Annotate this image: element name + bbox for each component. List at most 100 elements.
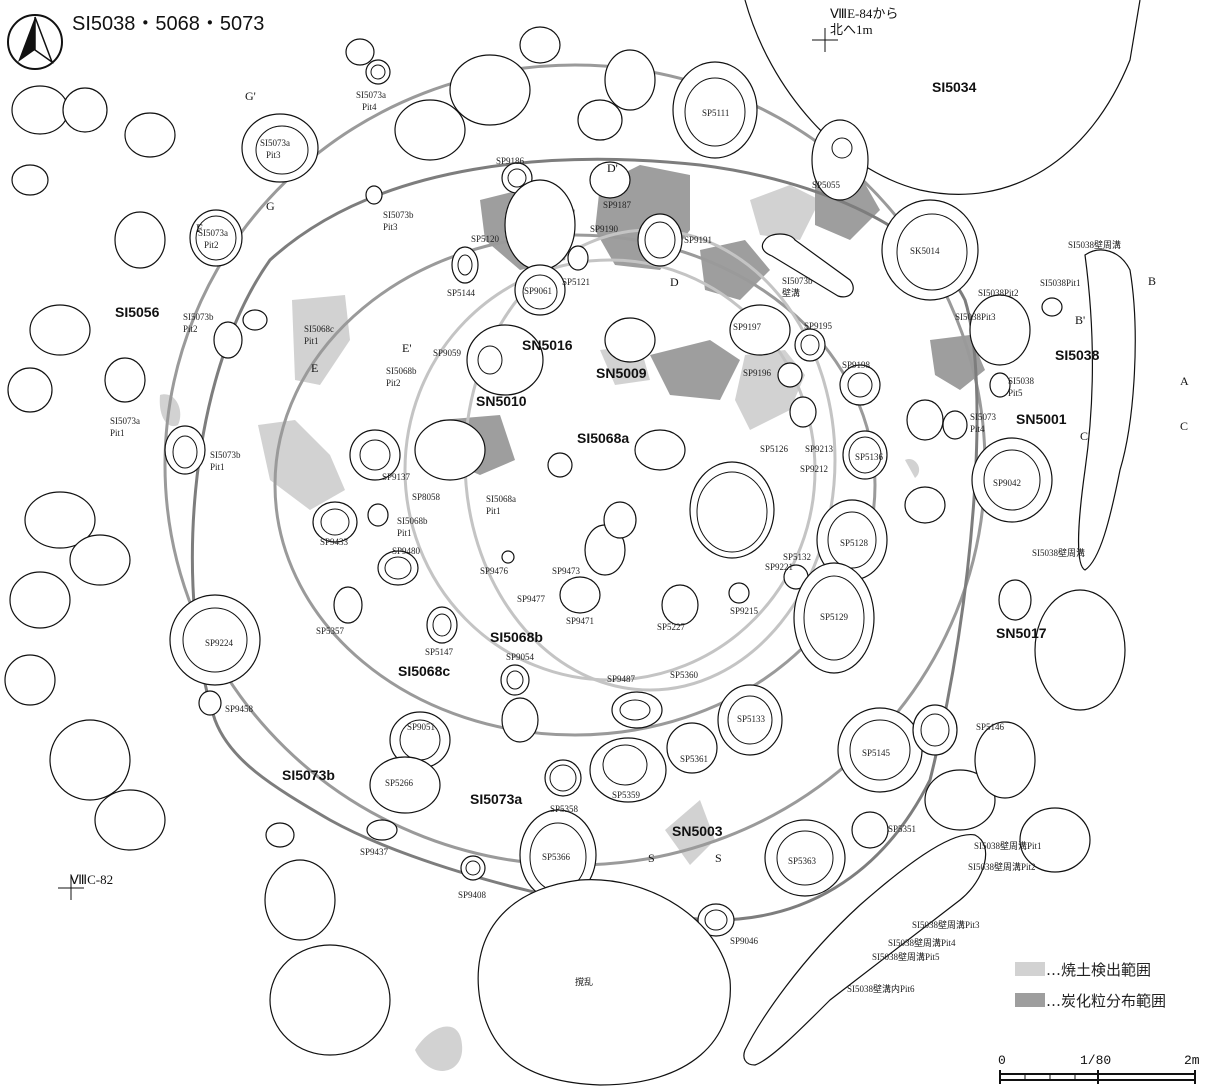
section-marks: A C B B' C' D' D E E' F G G' S S [196,89,1189,865]
legend-charcoal-label: …炭化粒分布範囲 [1046,992,1166,1010]
sub-pit-label: SI5038壁周溝Pit5 [872,951,940,962]
pit-label: SP9215 [730,606,759,616]
pit-labels: SP5111 SP5055 SK5014 SP9186 SP9187 SP919… [205,108,1021,946]
pit-label: SP5144 [447,288,476,298]
pit-label: SP9437 [360,847,389,857]
pit-label: SP9186 [496,156,525,166]
si5068b-ring [403,258,817,682]
pit-label: SP9224 [205,638,234,648]
pit-label: SP5358 [550,804,579,814]
pit-label: SP5145 [862,748,891,758]
pit-label: SP5266 [385,778,414,788]
grid-point-north-line1: ⅧE-84から [830,6,898,21]
sub-pit-label: SI5038Pit1 [1040,278,1081,288]
s-mark: S [648,851,655,865]
si5056-label: SI5056 [115,304,160,320]
section-mark: E' [402,341,412,355]
legend-burnt-label: …焼土検出範囲 [1046,961,1151,979]
pit-label: SP9458 [225,704,254,714]
section-mark: C [1180,419,1188,433]
scale-ratio: 1/80 [1080,1053,1111,1068]
sub-pit-label: SI5038壁周溝Pit3 [912,919,980,930]
pit-label: SP5136 [855,452,884,462]
si5034-label: SI5034 [932,79,977,95]
sub-pit-label: SI5038壁周溝Pit4 [888,937,956,948]
map-title: SI5038・5068・5073 [72,13,264,35]
sub-pit-label: SI5038壁周溝Pit1 [974,840,1042,851]
pit-label: SP5361 [680,754,708,764]
sub-pit-label: SI5038壁溝内Pit6 [847,983,915,994]
si5034-boundary [744,0,1141,195]
pit-label: SP9487 [607,674,636,684]
grid-point-south: ⅧC-82 [70,872,113,887]
pit-label: SP8058 [412,492,441,502]
pit-label: SP9476 [480,566,509,576]
pit-label: SP5360 [670,670,699,680]
pit-label: SP5227 [657,622,686,632]
pit-label: SP9061 [524,286,552,296]
sub-pit-label: SI5038Pit3 [955,312,996,322]
section-mark: G [266,199,275,213]
section-mark: D [670,275,679,289]
si5073b-ring [190,157,979,922]
sn5010-label: SN5010 [476,393,527,409]
section-mark: B' [1075,313,1085,327]
pit-label: SP9137 [382,472,411,482]
si5038-ditch [743,233,1136,1066]
disturbed-label: 撹乱 [575,976,593,987]
pit-label: SP9433 [320,537,349,547]
pit-label: SP9191 [684,235,712,245]
si5068c-label: SI5068c [398,663,450,679]
pit-label: SP5359 [612,790,641,800]
section-mark: F [196,221,203,235]
legend-charcoal-swatch [1015,993,1045,1007]
pit-label: SP9198 [842,360,871,370]
grid-point-north-line2: 北へ1m [830,22,873,37]
sn5001-label: SN5001 [1016,411,1067,427]
pit-label: SP9480 [392,546,421,556]
pit-label: SP5357 [316,626,345,636]
north-arrow-icon [7,14,63,70]
pit-label: SP9197 [733,322,762,332]
pit-label: SP9212 [800,464,828,474]
pit-label: SP5132 [783,552,811,562]
section-mark: C' [1080,429,1090,443]
pit-label: SP5129 [820,612,849,622]
pit-label: SP9408 [458,890,487,900]
pit-label: SP9477 [517,594,546,604]
section-mark: G' [245,89,256,103]
pits [4,26,1126,1056]
si5073b-label: SI5073b [282,767,335,783]
grid-cross-south [58,876,84,900]
section-mark: D' [607,161,618,175]
pit-label: SP9471 [566,616,594,626]
pit-label: SP5111 [702,108,729,118]
si5073a-label: SI5073a [470,791,522,807]
section-mark: A [1180,374,1189,388]
pit-label: SK5014 [910,246,940,256]
pit-label: SP9046 [730,936,759,946]
sub-pit-label: SI5038壁周溝Pit2 [968,861,1036,872]
si5068b-label: SI5068b [490,629,543,645]
pit-label: SP5128 [840,538,869,548]
sn5009-label: SN5009 [596,365,647,381]
pit-label: SP5351 [888,824,916,834]
pit-label: SP9051 [407,722,435,732]
pit-label: SP9190 [590,224,619,234]
sn5017-label: SN5017 [996,625,1047,641]
pit-label: SP5366 [542,852,571,862]
pit-label: SP5126 [760,444,789,454]
disturbed-area [477,879,731,1086]
pit-label: SP9042 [993,478,1021,488]
